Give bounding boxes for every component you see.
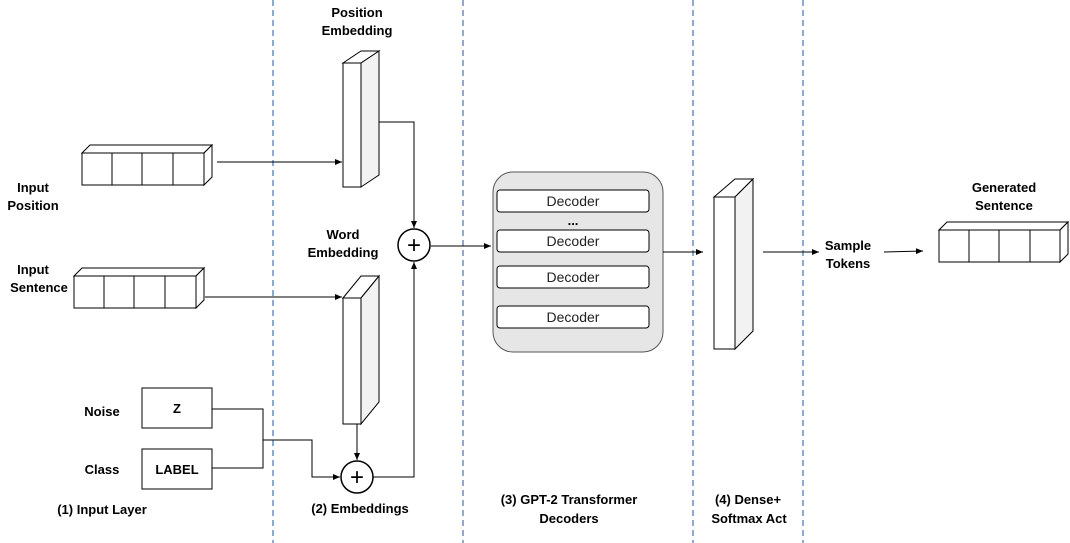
decoder-block-4 xyxy=(496,305,650,329)
sum-node-upper: + xyxy=(397,228,431,262)
sum-node-lower: + xyxy=(340,460,374,494)
noise-label: Noise xyxy=(84,404,119,419)
sample-tokens-label-2: Tokens xyxy=(826,256,871,271)
generated-sentence-label-2: Sentence xyxy=(975,198,1033,213)
decoder-label-3: Decoder xyxy=(547,269,600,285)
word-embedding-title-2: Embedding xyxy=(308,245,379,260)
decoder-label-2: Decoder xyxy=(547,233,600,249)
dense-softmax-block xyxy=(712,177,755,351)
arrow-posemb-to-sum xyxy=(379,121,417,228)
input-position-label-2: Position xyxy=(7,198,58,213)
svg-text:+: + xyxy=(350,464,364,491)
generated-sentence-tokens xyxy=(937,220,1070,264)
position-embedding-title-2: Embedding xyxy=(322,23,393,38)
position-embedding-title-1: Position xyxy=(331,5,382,20)
decoder-ellipsis: ... xyxy=(568,213,579,228)
section-dense-2: Softmax Act xyxy=(711,511,787,526)
decoder-label-1: Decoder xyxy=(547,193,600,209)
generated-sentence-label-1: Generated xyxy=(972,180,1036,195)
section-dense-1: (4) Dense+ xyxy=(715,492,782,507)
section-gpt2-1: (3) GPT-2 Transformer xyxy=(501,492,638,507)
decoder-block-1 xyxy=(496,189,650,213)
word-embedding-block xyxy=(341,274,381,426)
input-sentence-tokens xyxy=(72,266,206,310)
decoder-label-4: Decoder xyxy=(547,309,600,325)
decoder-block-3 xyxy=(496,265,650,289)
input-position-label-1: Input xyxy=(17,180,49,195)
arrow-noise-class-to-sum xyxy=(263,439,340,480)
section-gpt2-2: Decoders xyxy=(539,511,598,526)
wire-z xyxy=(212,408,264,469)
arrow-lower-sum-to-upper-sum xyxy=(373,262,417,478)
z-box-label: Z xyxy=(173,401,181,416)
svg-text:+: + xyxy=(407,232,421,259)
word-embedding-title-1: Word xyxy=(327,227,360,242)
position-embedding-block xyxy=(341,50,381,188)
input-position-tokens xyxy=(80,143,214,187)
input-sentence-label-1: Input xyxy=(17,262,49,277)
section-embeddings: (2) Embeddings xyxy=(311,501,409,516)
class-label: Class xyxy=(85,462,120,477)
arrow-sample-to-generated xyxy=(883,248,924,255)
section-input-layer: (1) Input Layer xyxy=(57,502,147,517)
label-box xyxy=(141,448,213,490)
z-box xyxy=(141,387,213,429)
decoder-block-2 xyxy=(496,229,650,253)
label-box-label: LABEL xyxy=(155,462,198,477)
input-sentence-label-2: Sentence xyxy=(10,280,68,295)
sample-tokens-label-1: Sample xyxy=(825,238,871,253)
